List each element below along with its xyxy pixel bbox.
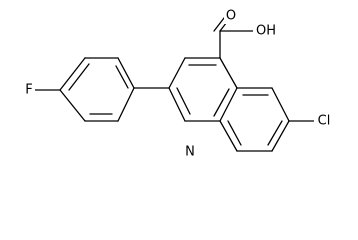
bond bbox=[59, 57, 86, 91]
bond bbox=[271, 120, 290, 152]
bond bbox=[219, 87, 238, 122]
bond-lines bbox=[30, 17, 317, 152]
fluorine-label: F bbox=[25, 83, 32, 98]
bond bbox=[213, 88, 230, 117]
bond bbox=[115, 65, 129, 89]
bond bbox=[267, 120, 283, 146]
bond bbox=[168, 57, 186, 89]
bond bbox=[117, 87, 135, 122]
bond bbox=[271, 87, 290, 122]
bond bbox=[176, 87, 191, 115]
chemical-structure-diagram: O OH F N Cl bbox=[23, 8, 334, 161]
bond bbox=[219, 120, 238, 152]
atom-labels: O OH F N Cl bbox=[23, 9, 334, 161]
bond bbox=[227, 120, 242, 146]
bond bbox=[168, 87, 186, 122]
bond bbox=[59, 89, 86, 122]
nitrogen-label: N bbox=[185, 145, 195, 160]
hydroxyl-label: OH bbox=[256, 24, 276, 39]
bond bbox=[68, 63, 90, 91]
bond bbox=[213, 17, 225, 32]
chlorine-label: Cl bbox=[318, 114, 331, 129]
bond bbox=[117, 57, 135, 89]
bond bbox=[219, 57, 238, 89]
oxygen-label: O bbox=[226, 9, 236, 24]
